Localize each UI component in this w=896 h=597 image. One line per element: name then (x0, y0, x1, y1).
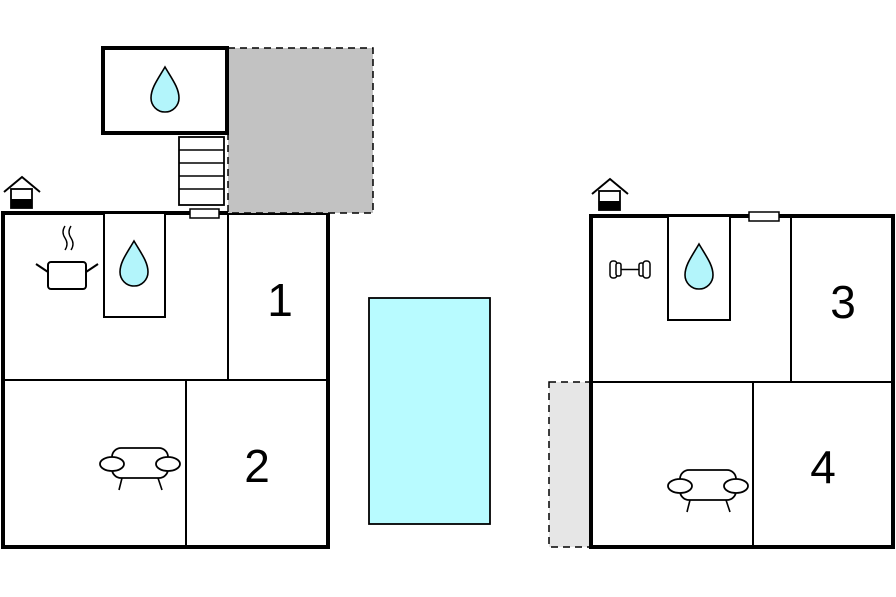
room-3-label: 3 (830, 276, 856, 328)
cooking-pot-icon (35, 225, 99, 290)
window-icon (748, 211, 780, 222)
water-drop-icon (684, 242, 714, 290)
house-entrance-icon (3, 175, 41, 209)
terrace (227, 47, 374, 214)
window-icon (189, 208, 220, 219)
water-drop-icon (119, 239, 149, 287)
house-entrance-icon (591, 177, 629, 211)
sofa-icon (667, 469, 749, 513)
right-terrace (548, 381, 592, 548)
dumbbell-icon (609, 260, 651, 279)
stairs-icon (178, 136, 225, 206)
room-2-label: 2 (244, 440, 270, 492)
room-4-label: 4 (810, 441, 836, 493)
sofa-icon (99, 447, 181, 491)
swimming-pool (368, 297, 491, 525)
water-drop-icon (150, 65, 180, 113)
room-1-label: 1 (267, 274, 293, 326)
